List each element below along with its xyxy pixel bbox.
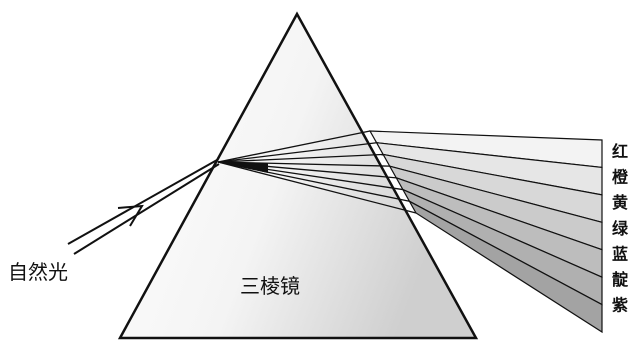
spectrum-label-2: 橙 [612,168,629,187]
inner-ray-2 [217,142,377,163]
spectrum-band-7 [407,199,603,334]
spectrum-label-4: 绿 [612,219,629,238]
incoming-ray-lower [73,163,220,255]
spectrum-label-5: 蓝 [612,244,628,263]
inner-ray-3 [217,153,384,163]
inner-ray-4 [217,161,390,167]
incoming-light-beam [67,159,220,255]
spectrum-bands [368,130,603,334]
incoming-ray-upper [67,159,218,245]
prism-triangle [117,11,479,340]
direction-arrow-icon [117,204,144,227]
spectrum-label-7: 紫 [612,296,628,315]
inner-ray-5 [217,161,397,179]
prism-label: 三棱镜 [240,274,300,298]
inner-ray-7 [217,161,410,202]
spectrum-label-1: 红 [612,142,628,161]
inner-ray-8 [217,161,417,214]
spectrum-label-3: 黄 [612,193,628,212]
inner-ray-fan [217,130,417,214]
inner-ray-1 [217,130,371,163]
spectrum-label-6: 靛 [612,270,629,289]
inner-ray-6 [217,161,403,191]
incoming-light-label: 自然光 [8,260,68,284]
